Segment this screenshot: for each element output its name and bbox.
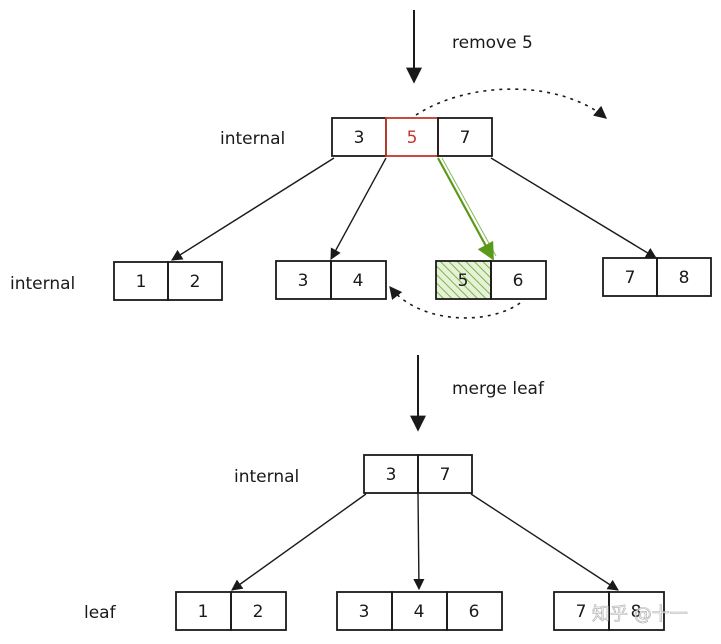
after-children-label: leaf xyxy=(84,603,117,623)
before-child-4-key-1: 8 xyxy=(679,268,690,288)
before-child-node-2: 3 4 xyxy=(275,260,387,300)
after-root-label: internal xyxy=(234,467,299,487)
before-root-node: 3 5 7 xyxy=(331,117,493,157)
before-child-node-4: 7 8 xyxy=(602,257,712,297)
after-root-key-1: 7 xyxy=(440,465,451,485)
after-root-node: 3 7 xyxy=(363,454,473,494)
before-children-label: internal xyxy=(10,274,75,294)
after-leaf-node-3: 7 8 xyxy=(553,591,665,631)
before-root-key-2: 7 xyxy=(460,128,471,148)
before-child-4-key-0: 7 xyxy=(625,268,636,288)
after-pointers xyxy=(231,493,619,591)
after-leaf-3-key-1: 8 xyxy=(631,602,642,622)
before-pointers xyxy=(171,157,657,261)
step2-label: merge leaf xyxy=(452,379,545,399)
after-leaf-2-key-0: 3 xyxy=(359,602,370,622)
before-root-label: internal xyxy=(220,129,285,149)
before-child-node-3: 5 6 xyxy=(435,260,547,300)
before-root-key-0: 3 xyxy=(354,128,365,148)
before-child-node-1: 1 2 xyxy=(113,261,223,301)
after-leaf-2-key-2: 6 xyxy=(469,602,480,622)
before-child-3-key-1: 6 xyxy=(513,271,524,291)
step1-label: remove 5 xyxy=(452,33,533,53)
after-leaf-1-key-1: 2 xyxy=(253,602,264,622)
before-root-key-1-removed: 5 xyxy=(407,128,418,148)
before-child-1-key-1: 2 xyxy=(190,272,201,292)
before-child-1-key-0: 1 xyxy=(136,272,147,292)
after-leaf-1-key-0: 1 xyxy=(198,602,209,622)
after-leaf-node-1: 1 2 xyxy=(175,591,287,631)
before-child-2-key-1: 4 xyxy=(353,271,364,291)
after-leaf-2-key-1: 4 xyxy=(414,602,425,622)
removed-key-dotted-arrow xyxy=(415,88,607,119)
before-child-2-key-0: 3 xyxy=(298,271,309,291)
watermark: 知乎 @十一 xyxy=(592,604,688,625)
after-leaf-3-key-0: 7 xyxy=(576,602,587,622)
after-root-key-0: 3 xyxy=(386,465,397,485)
before-child-3-key-0-removed: 5 xyxy=(458,271,469,291)
after-leaf-node-2: 3 4 6 xyxy=(336,591,503,631)
